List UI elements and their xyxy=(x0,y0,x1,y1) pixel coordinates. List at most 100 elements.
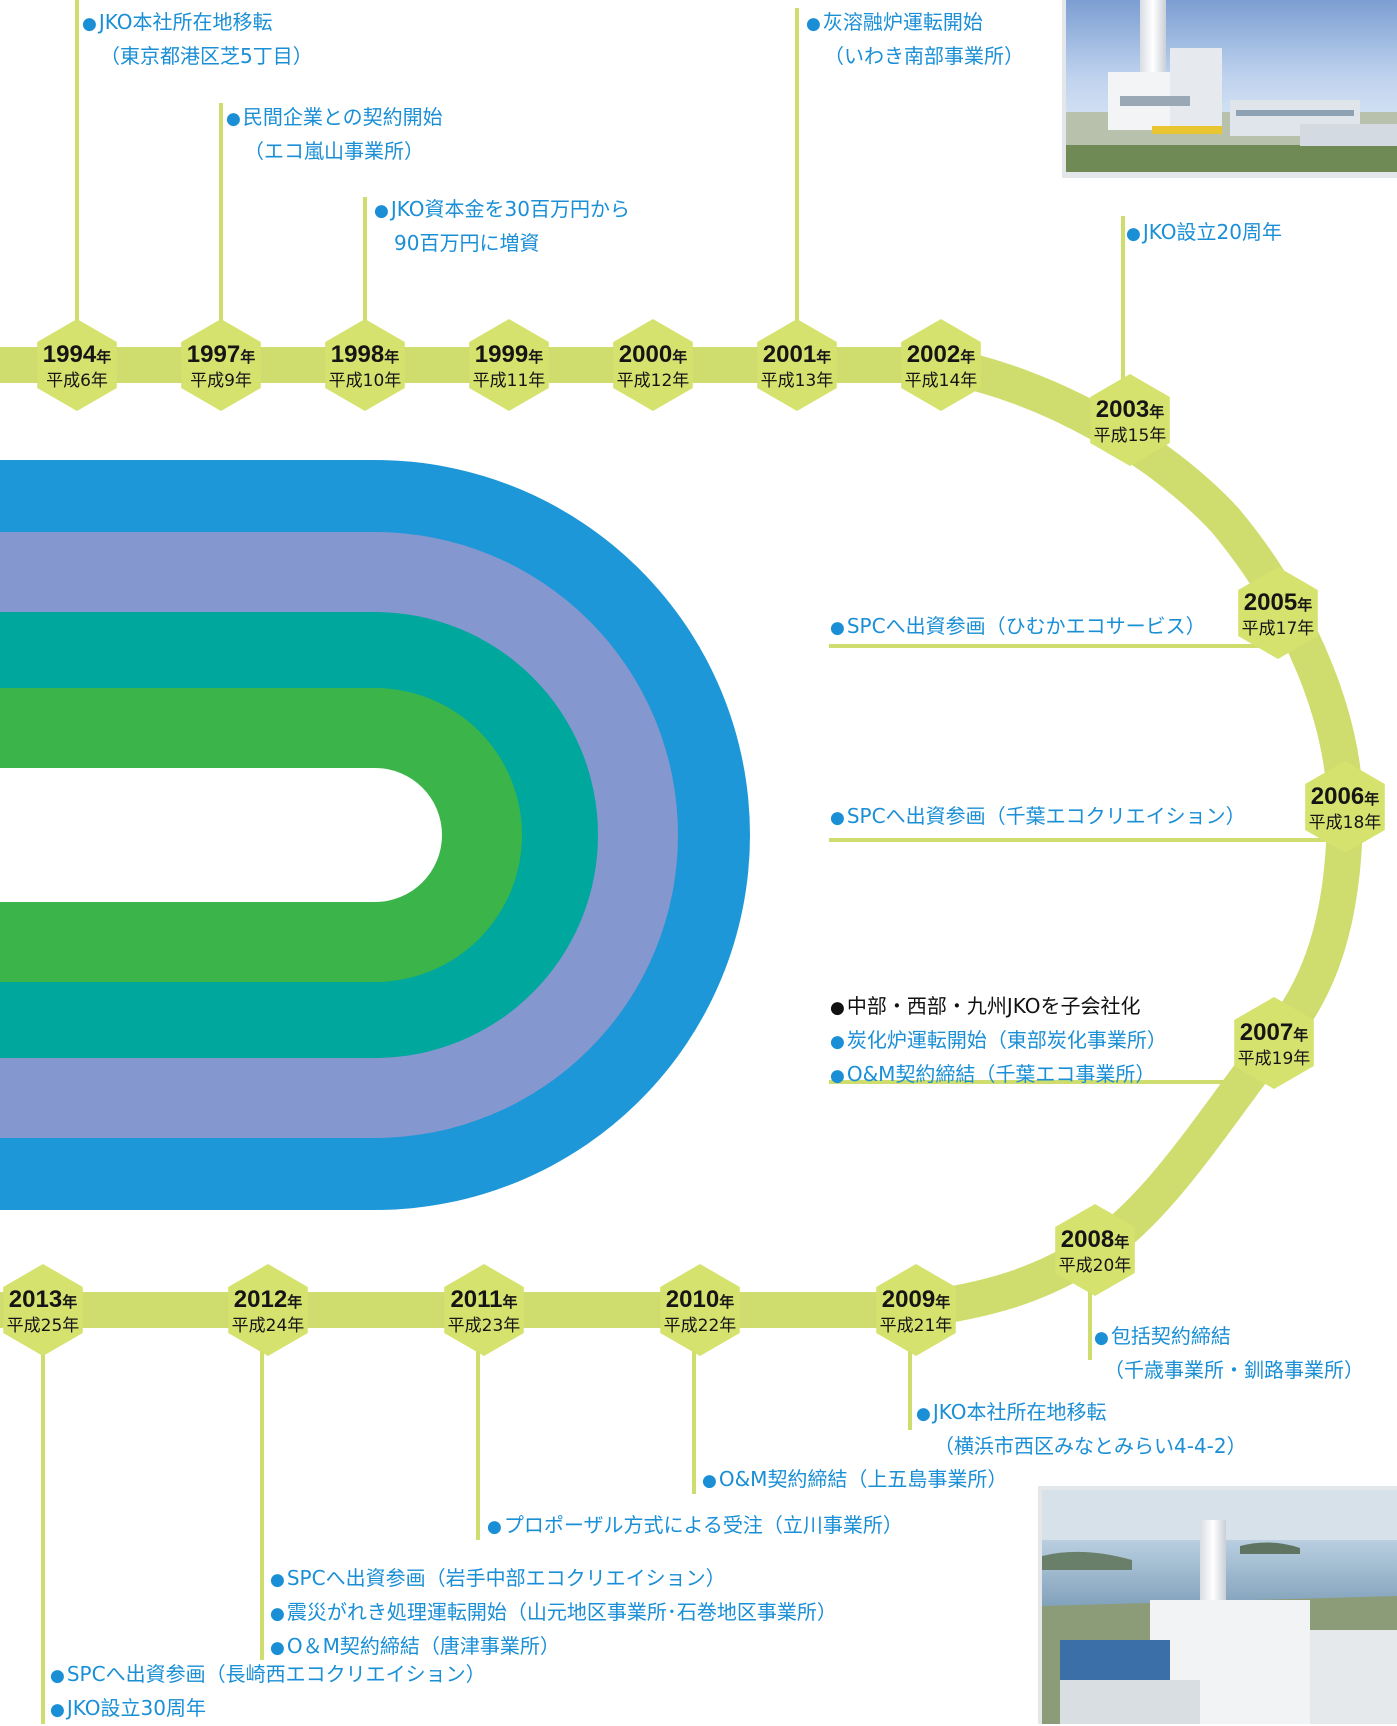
year-label: 2007年 xyxy=(1240,1019,1308,1046)
event-1997: ●民間企業との契約開始 （エコ嵐山事業所） xyxy=(226,101,443,167)
hexagon-shape xyxy=(1238,567,1318,659)
era-label: 平成13年 xyxy=(761,371,834,391)
era-label: 平成20年 xyxy=(1059,1256,1132,1276)
bullet-icon: ● xyxy=(1094,1328,1109,1348)
bullet-icon: ● xyxy=(270,1570,285,1590)
event-text: JKO設立20周年 xyxy=(1142,220,1282,244)
year-label: 1994年 xyxy=(43,341,111,368)
event-1994: ●JKO本社所在地移転 （東京都港区芝5丁目） xyxy=(82,6,313,72)
bullet-icon: ● xyxy=(50,1700,65,1720)
year-label: 2013年 xyxy=(9,1286,77,1313)
year-label: 2001年 xyxy=(763,341,831,368)
year-label: 2003年 xyxy=(1096,396,1164,423)
hexagon-shape xyxy=(3,1264,83,1356)
event-2011: ●プロポーザル方式による受注（立川事業所） xyxy=(487,1509,903,1543)
hexagon-shape xyxy=(613,319,693,411)
plant-photo-bottom xyxy=(1038,1486,1397,1724)
era-label: 平成21年 xyxy=(880,1316,953,1336)
bullet-icon: ● xyxy=(806,14,821,34)
era-label: 平成23年 xyxy=(448,1316,521,1336)
event-text: O&M契約締結（千葉エコ事業所） xyxy=(846,1062,1156,1086)
event-text: SPCへ出資参画（岩手中部エコクリエイション） xyxy=(286,1566,726,1590)
event-text: JKO本社所在地移転 xyxy=(932,1400,1107,1424)
year-label: 2010年 xyxy=(666,1286,734,1313)
bullet-icon: ● xyxy=(702,1471,717,1491)
bullet-icon: ● xyxy=(226,109,241,129)
event-2008: ●包括契約締結 （千歳事業所・釧路事業所） xyxy=(1094,1320,1364,1386)
event-text: 灰溶融炉運転開始 xyxy=(822,10,983,34)
bullet-icon: ● xyxy=(830,998,845,1018)
era-label: 平成17年 xyxy=(1242,619,1315,639)
era-label: 平成14年 xyxy=(905,371,978,391)
bullet-icon: ● xyxy=(830,1066,845,1086)
year-label: 2012年 xyxy=(234,1286,302,1313)
year-label: 1999年 xyxy=(475,341,543,368)
event-text: （千歳事業所・釧路事業所） xyxy=(1104,1358,1364,1382)
bullet-icon: ● xyxy=(487,1517,502,1537)
era-label: 平成11年 xyxy=(473,371,546,391)
bullet-icon: ● xyxy=(50,1666,65,1686)
event-text: （東京都港区芝5丁目） xyxy=(100,44,313,68)
bullet-icon: ● xyxy=(270,1638,285,1658)
hexagon-shape xyxy=(325,319,405,411)
event-2007: ●中部・西部・九州JKOを子会社化 ●炭化炉運転開始（東部炭化事業所） ●O&M… xyxy=(830,990,1167,1092)
hexagon-shape xyxy=(1090,374,1170,466)
bullet-icon: ● xyxy=(916,1404,931,1424)
hexagon-shape xyxy=(660,1264,740,1356)
bullet-icon: ● xyxy=(1126,224,1141,244)
event-2005: ●SPCへ出資参画（ひむかエコサービス） xyxy=(830,610,1206,644)
ring-graphic xyxy=(0,460,750,1210)
event-1998: ●JKO資本金を30百万円から 90百万円に増資 xyxy=(374,193,630,259)
era-label: 平成18年 xyxy=(1309,813,1382,833)
event-2001: ●灰溶融炉運転開始 （いわき南部事業所） xyxy=(806,6,1024,72)
event-text: 炭化炉運転開始（東部炭化事業所） xyxy=(846,1028,1167,1052)
event-text: 中部・西部・九州JKOを子会社化 xyxy=(846,994,1141,1018)
plant-photo-top xyxy=(1062,0,1397,178)
event-2010: ●O&M契約締結（上五島事業所） xyxy=(702,1463,1007,1497)
hexagon-shape xyxy=(444,1264,524,1356)
event-text: （横浜市西区みなとみらい4-4-2） xyxy=(934,1434,1247,1458)
event-2013: ●SPCへ出資参画（長崎西エコクリエイション） ●JKO設立30周年 xyxy=(50,1658,486,1726)
year-label: 2000年 xyxy=(619,341,687,368)
year-label: 2009年 xyxy=(882,1286,950,1313)
event-text: SPCへ出資参画（ひむかエコサービス） xyxy=(846,614,1206,638)
event-text: （いわき南部事業所） xyxy=(824,44,1024,68)
event-text: 震災がれき処理運転開始（山元地区事業所･石巻地区事業所） xyxy=(286,1600,837,1624)
event-text: 民間企業との契約開始 xyxy=(242,105,443,129)
hexagon-shape xyxy=(469,319,549,411)
ring-center xyxy=(0,768,442,902)
era-label: 平成25年 xyxy=(7,1316,80,1336)
era-label: 平成12年 xyxy=(617,371,690,391)
event-2003: ●JKO設立20周年 xyxy=(1126,216,1282,250)
era-label: 平成19年 xyxy=(1238,1049,1311,1069)
hexagon-shape xyxy=(181,319,261,411)
year-label: 2005年 xyxy=(1244,589,1312,616)
year-label: 1997年 xyxy=(187,341,255,368)
era-label: 平成22年 xyxy=(664,1316,737,1336)
hexagon-shape xyxy=(1055,1204,1135,1296)
year-label: 2011年 xyxy=(450,1286,517,1313)
hexagon-shape xyxy=(37,319,117,411)
era-label: 平成6年 xyxy=(46,371,108,391)
event-text: JKO設立30周年 xyxy=(66,1696,206,1720)
event-2012: ●SPCへ出資参画（岩手中部エコクリエイション） ●震災がれき処理運転開始（山元… xyxy=(270,1562,837,1664)
year-nodes: 1994年平成6年1997年平成9年1998年平成10年1999年平成11年20… xyxy=(3,319,1385,1356)
era-label: 平成9年 xyxy=(190,371,252,391)
bullet-icon: ● xyxy=(374,201,389,221)
bullet-icon: ● xyxy=(830,618,845,638)
bullet-icon: ● xyxy=(270,1604,285,1624)
year-label: 2008年 xyxy=(1061,1226,1129,1253)
